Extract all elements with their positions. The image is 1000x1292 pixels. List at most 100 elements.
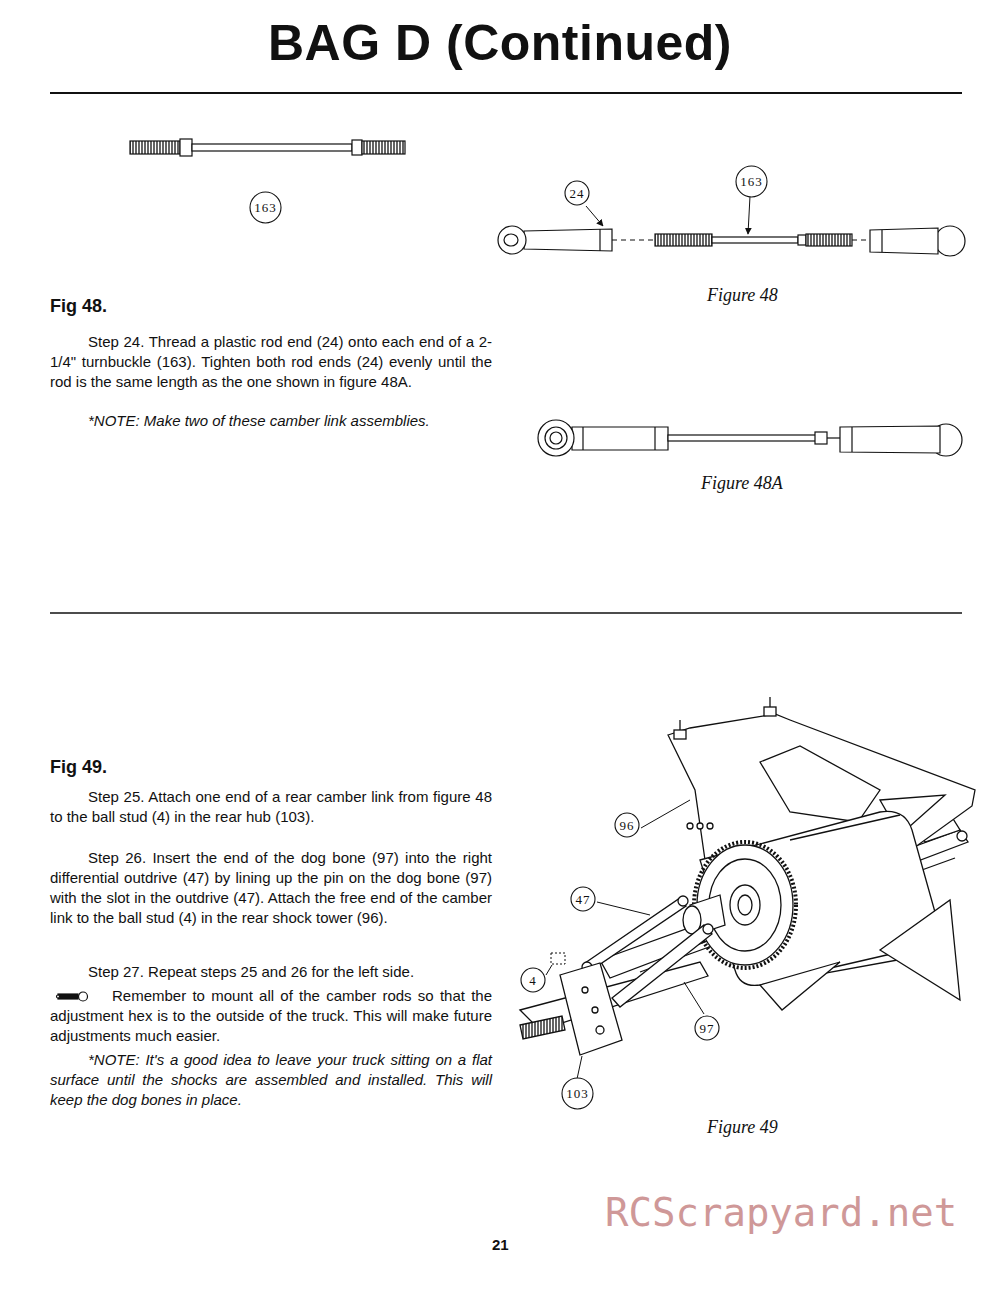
figure-caption: Figure 48: [707, 285, 778, 306]
figure-heading: Fig 48.: [50, 296, 107, 317]
truck-rear-illustration: [683, 906, 701, 934]
truck-rear-illustration: [582, 987, 588, 993]
truck-rear-illustration: [678, 896, 688, 906]
exploded-camber-link: [870, 228, 938, 254]
step-text: Step 27. Repeat steps 25 and 26 for the …: [50, 962, 492, 982]
truck-rear-illustration: [880, 795, 945, 835]
truck-rear-illustration: [769, 697, 770, 707]
truck-rear-illustration: [957, 831, 967, 841]
exploded-camber-link: [935, 226, 965, 256]
callout-circle: 4: [520, 967, 546, 993]
exploded-camber-link: [748, 196, 750, 234]
truck-rear-illustration: [760, 962, 840, 1010]
truck-rear-illustration: [800, 945, 930, 975]
section-rule: [50, 93, 962, 613]
assembled-camber-link: [668, 435, 818, 441]
truck-rear-illustration: [520, 697, 975, 1079]
truck-rear-illustration: [730, 885, 760, 925]
assembled-camber-link: [550, 432, 562, 444]
truck-rear-illustration: [560, 963, 622, 1055]
truck-rear-illustration: [697, 845, 793, 965]
assembled-camber-link: [815, 432, 827, 444]
callout-circle: 103: [561, 1077, 594, 1110]
truck-rear-illustration: [596, 1026, 604, 1034]
turnbuckle-drawing: [130, 139, 405, 156]
note-text: *NOTE: It's a good idea to leave your tr…: [50, 1050, 492, 1110]
callout-outline: [615, 813, 639, 837]
callout-number: 163: [254, 201, 277, 214]
callout-outline: [521, 968, 545, 992]
exploded-camber-link: [524, 229, 612, 251]
section-rule: [50, 92, 962, 94]
assembled-camber-link: [545, 427, 567, 449]
truck-rear-illustration: [597, 902, 650, 915]
truck-rear-illustration: [700, 811, 941, 985]
assembled-camber-link: [930, 424, 962, 456]
tip-text: Remember to mount all of the camber rods…: [50, 986, 492, 1046]
figure-caption: Figure 48A: [701, 473, 783, 494]
truck-rear-illustration: [551, 953, 565, 964]
wrench-icon: [57, 995, 60, 998]
truck-rear-illustration: [582, 962, 592, 972]
callout-circle: 163: [249, 191, 282, 224]
callout-number: 24: [570, 187, 585, 200]
truck-rear-illustration: [738, 895, 752, 915]
truck-rear-illustration: [520, 1016, 565, 1039]
exploded-camber-link: [586, 206, 603, 226]
assembled-camber-link: [827, 437, 840, 438]
exploded-camber-link: [806, 234, 852, 246]
note-text: *NOTE: Make two of these camber link ass…: [50, 411, 492, 431]
wrench-icon: [58, 994, 78, 999]
callout-outline: [565, 181, 589, 205]
turnbuckle-drawing: [180, 139, 192, 156]
callout-circle: 163: [735, 165, 768, 198]
callout-outline: [695, 1016, 719, 1040]
truck-rear-illustration: [640, 858, 955, 972]
exploded-camber-link: [498, 226, 526, 254]
turnbuckle-drawing: [130, 141, 180, 154]
callout-circle: 97: [694, 1015, 720, 1041]
truck-rear-illustration: [668, 714, 975, 870]
callout-outline: [250, 192, 281, 223]
callout-number: 163: [740, 175, 763, 188]
truck-rear-illustration: [546, 965, 552, 975]
step-text: Step 26. Insert the end of the dog bone …: [50, 848, 492, 928]
callout-number: 47: [576, 893, 591, 906]
truck-rear-illustration: [641, 800, 690, 828]
figure-caption: Figure 49: [707, 1117, 778, 1138]
callout-circle: 96: [614, 812, 640, 838]
exploded-camber-link: [498, 196, 965, 256]
exploded-camber-link: [881, 230, 882, 252]
truck-rear-illustration: [707, 823, 713, 829]
callout-outline: [562, 1078, 593, 1109]
wrench-icon: [79, 992, 88, 1001]
truck-rear-illustration: [709, 859, 781, 951]
turnbuckle-drawing: [362, 141, 405, 154]
truck-rear-illustration: [790, 815, 900, 840]
exploded-camber-link: [599, 229, 600, 251]
truck-rear-illustration: [612, 925, 712, 1007]
page-title: BAG D (Continued): [0, 14, 1000, 72]
callout-outline: [571, 887, 595, 911]
wrench-icon: [57, 992, 88, 1001]
assembled-camber-link: [851, 427, 852, 452]
assembled-camber-link: [582, 427, 583, 450]
callout-number: 97: [700, 1022, 715, 1035]
page-number: 21: [492, 1236, 509, 1253]
truck-rear-illustration: [679, 720, 680, 730]
turnbuckle-drawing: [192, 144, 352, 151]
truck-rear-illustration: [880, 900, 960, 1000]
truck-rear-illustration: [592, 1007, 598, 1013]
watermark: RCScrapyard.net: [605, 1190, 957, 1235]
truck-rear-illustration: [600, 830, 968, 978]
truck-rear-illustration: [520, 962, 708, 1030]
exploded-camber-link: [612, 239, 655, 240]
assembled-camber-link: [572, 427, 668, 450]
turnbuckle-drawing: [352, 140, 362, 155]
truck-rear-illustration: [690, 895, 725, 935]
truck-rear-illustration: [577, 1056, 582, 1079]
exploded-camber-link: [852, 239, 870, 240]
exploded-camber-link: [504, 234, 518, 246]
callout-number: 4: [529, 974, 537, 987]
exploded-camber-link: [655, 234, 712, 246]
